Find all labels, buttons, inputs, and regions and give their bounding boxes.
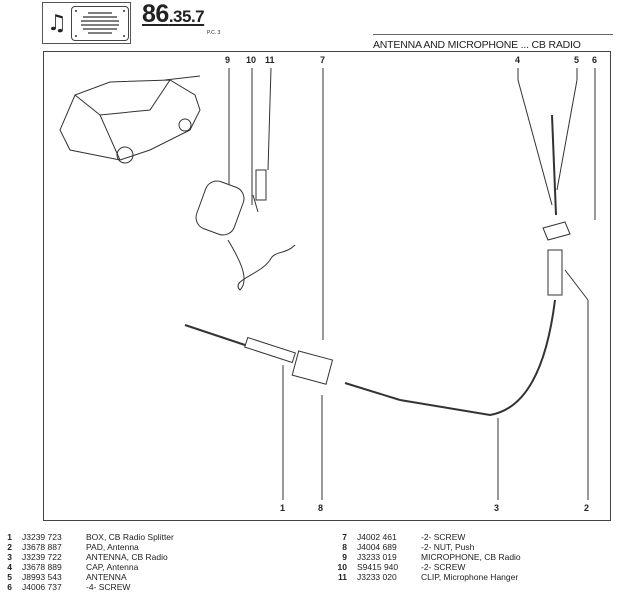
car-illustration	[59, 75, 201, 164]
callout-1: 1	[280, 503, 286, 513]
parts-cell: J3239 723	[22, 532, 62, 542]
page-number: 86.35.7	[142, 0, 205, 28]
parts-cell: ANTENNA, CB Radio	[86, 552, 168, 562]
parts-cell: J3233 019	[357, 552, 397, 562]
callout-11: 11	[265, 55, 275, 65]
parts-cell: S9415 940	[357, 562, 399, 572]
parts-cell: 5	[7, 572, 12, 582]
parts-cell: 4	[7, 562, 12, 572]
parts-cell: J4006 737	[22, 582, 62, 592]
title-rule	[373, 34, 613, 35]
parts-cell: 2	[7, 542, 12, 552]
parts-cell: 9	[342, 552, 347, 562]
callout-9: 9	[225, 55, 231, 65]
callout-5: 5	[574, 55, 580, 65]
speaker-grille-icon	[71, 6, 129, 41]
parts-cell: J3233 020	[357, 572, 397, 582]
parts-cell: ANTENNA	[86, 572, 127, 582]
parts-cell: CLIP, Microphone Hanger	[421, 572, 519, 582]
section-logo: ♫	[42, 2, 131, 44]
parts-cell: BOX, CB Radio Splitter	[86, 532, 174, 542]
pc-label: P.C. 3	[207, 30, 221, 36]
parts-cell: -2- SCREW	[421, 532, 466, 542]
parts-cell: J3678 887	[22, 542, 62, 552]
parts-cell: J4002 461	[357, 532, 397, 542]
callout-8: 8	[318, 503, 324, 513]
callout-4: 4	[515, 55, 521, 65]
music-note-icon: ♫	[47, 11, 67, 36]
microphone-illustration	[195, 169, 296, 291]
parts-cell: J3239 722	[22, 552, 62, 562]
callout-7: 7	[320, 55, 326, 65]
parts-cell: 7	[342, 532, 347, 542]
parts-cell: -4- SCREW	[86, 582, 131, 592]
parts-cell: 10	[337, 562, 347, 572]
diagram-frame	[43, 51, 611, 521]
parts-cell: 8	[342, 542, 347, 552]
parts-cell: 11	[338, 572, 347, 582]
parts-cell: MICROPHONE, CB Radio	[421, 552, 521, 562]
callout-2: 2	[584, 503, 590, 513]
parts-cell: -2- SCREW	[421, 562, 466, 572]
parts-cell: J4004 689	[357, 542, 397, 552]
parts-cell: 3	[7, 552, 12, 562]
parts-cell: J8993 543	[22, 572, 62, 582]
parts-cell: 1	[7, 532, 12, 542]
page-title: ANTENNA AND MICROPHONE ... CB RADIO	[373, 39, 581, 51]
parts-cell: 6	[7, 582, 12, 592]
callout-10: 10	[246, 55, 257, 65]
parts-cell: J3678 889	[22, 562, 62, 572]
callout-3: 3	[494, 503, 500, 513]
parts-cell: -2- NUT, Push	[421, 542, 475, 552]
parts-cell: CAP, Antenna	[86, 562, 139, 572]
callout-6: 6	[592, 55, 598, 65]
parts-cell: PAD, Antenna	[86, 542, 139, 552]
